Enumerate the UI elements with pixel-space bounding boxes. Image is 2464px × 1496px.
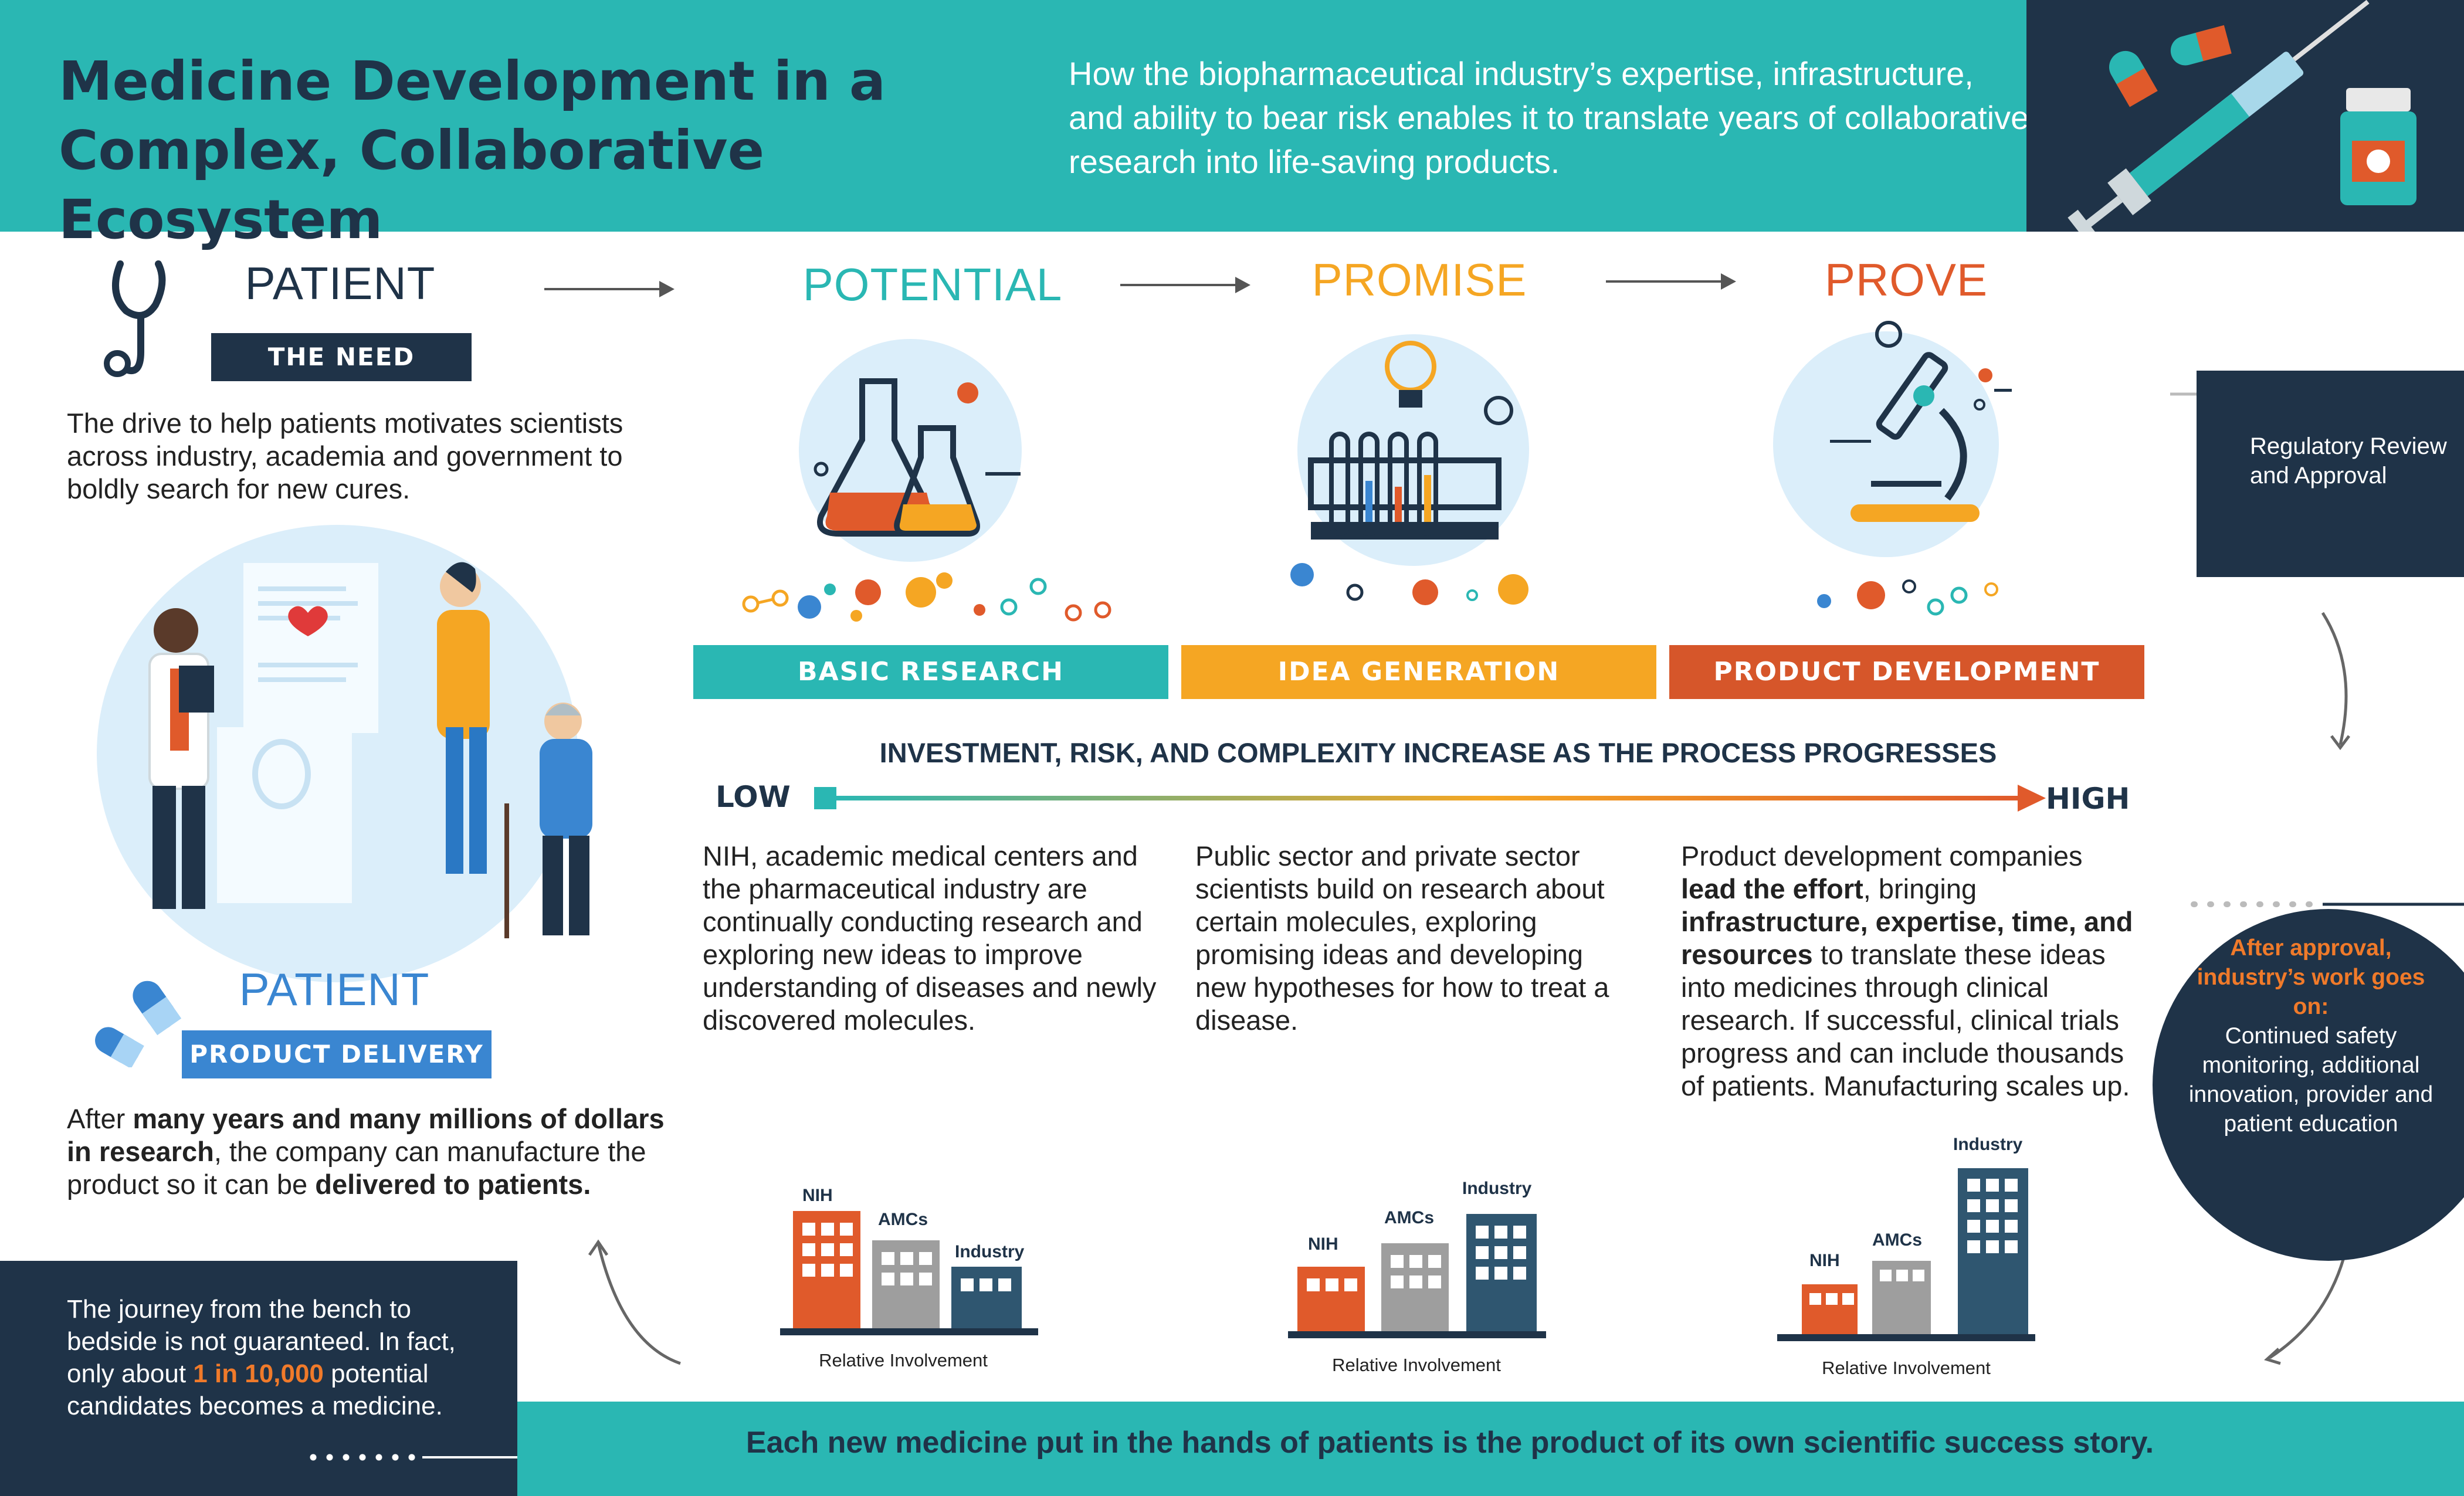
- prove-text-part: Product development companies: [1681, 840, 2083, 871]
- title-line-2: Complex, Collaborative Ecosystem: [59, 119, 764, 251]
- delivery-text-bold: many years and many millions of dollars …: [67, 1103, 665, 1167]
- dotted-line: [305, 1453, 422, 1461]
- progress-arrow-head: [2018, 785, 2046, 812]
- arrow-line: [544, 288, 662, 290]
- label-nih: NIH: [1308, 1234, 1338, 1254]
- stage-title-promise: PROMISE: [1311, 254, 1527, 306]
- building-industry: [1466, 1214, 1537, 1331]
- the-need-badge: THE NEED: [211, 333, 472, 381]
- stage-text-prove: Product development companies lead the e…: [1681, 840, 2138, 1103]
- building-nih: [1802, 1284, 1858, 1334]
- patient-need-heading: PATIENT: [245, 257, 436, 309]
- divider: [422, 1456, 575, 1458]
- product-delivery-badge: PRODUCT DELIVERY: [182, 1030, 492, 1078]
- delivery-text-part: , the company can manufacture the produc…: [67, 1136, 646, 1200]
- building-nih: [793, 1211, 860, 1328]
- patient-need-text: The drive to help patients motivates sci…: [67, 408, 623, 504]
- regulatory-text: Regulatory Review and Approval: [2250, 433, 2447, 489]
- label-industry: Industry: [1462, 1179, 1532, 1198]
- post-approval-circle: [2153, 909, 2464, 1261]
- footer-band: [517, 1402, 2464, 1496]
- arrow-line: [1606, 280, 1723, 283]
- building-industry: [1958, 1168, 2028, 1334]
- doctor-patient-illustration: [148, 562, 592, 938]
- label-nih: NIH: [1809, 1251, 1840, 1270]
- label-industry: Industry: [1953, 1135, 2023, 1154]
- arrow-head: [659, 281, 675, 297]
- low-label: LOW: [716, 780, 791, 814]
- page-subtitle: How the biopharmaceutical industry’s exp…: [1069, 55, 2029, 180]
- delivery-text-part: After: [67, 1103, 133, 1134]
- product-development-bar: PRODUCT DEVELOPMENT: [1669, 645, 2144, 699]
- label-amcs: AMCs: [1384, 1208, 1435, 1227]
- label-amcs: AMCs: [1872, 1230, 1923, 1250]
- building-amcs: [872, 1240, 940, 1328]
- label-nih: NIH: [802, 1186, 833, 1205]
- building-industry: [951, 1267, 1022, 1328]
- progress-heading: INVESTMENT, RISK, AND COMPLEXITY INCREAS…: [879, 737, 1997, 768]
- arrow-line: [1120, 284, 1238, 286]
- building-ground: [780, 1328, 1038, 1335]
- title-line-1: Medicine Development in a: [59, 50, 886, 113]
- journey-text: The journey from the bench to bedside is…: [67, 1293, 477, 1422]
- stage-title-potential: POTENTIAL: [802, 259, 1063, 310]
- high-label: HIGH: [2046, 782, 2130, 816]
- journey-text-part: potential candidates becomes a medicine.: [67, 1359, 443, 1420]
- building-ground: [1288, 1331, 1546, 1338]
- post-approval-text: After approval, industry’s work goes on:…: [2182, 934, 2440, 1139]
- syringe-pills-illustration: [2026, 0, 2464, 246]
- footer-text: Each new medicine put in the hands of pa…: [745, 1426, 2154, 1460]
- microscope-icon: [1817, 321, 2012, 616]
- building-amcs: [1381, 1243, 1449, 1331]
- building-amcs: [1872, 1261, 1931, 1334]
- relative-involvement-caption: Relative Involvement: [1332, 1355, 1501, 1375]
- patient-delivery-heading: PATIENT: [239, 964, 430, 1015]
- basic-research-bar: BASIC RESEARCH: [693, 645, 1168, 699]
- label-amcs: AMCs: [878, 1210, 928, 1229]
- label-industry: Industry: [955, 1242, 1025, 1261]
- progress-start-marker: [814, 787, 836, 809]
- journey-highlight: 1 in 10,000: [193, 1359, 324, 1388]
- pills-icon: [95, 981, 182, 1067]
- prove-text-part: to translate these ideas into medicines …: [1681, 939, 2130, 1101]
- building-ground: [1777, 1334, 2035, 1341]
- post-approval-body: Continued safety monitoring, additional …: [2188, 1023, 2434, 1137]
- relative-involvement-caption: Relative Involvement: [1822, 1358, 1991, 1378]
- page-title: Medicine Development in a Complex, Colla…: [59, 47, 1056, 255]
- post-approval-heading: After approval, industry’s work goes on:: [2197, 935, 2425, 1019]
- arrow-head: [1235, 277, 1250, 293]
- relative-involvement-caption: Relative Involvement: [819, 1350, 988, 1371]
- stage-text-potential: NIH, academic medical centers and the ph…: [703, 840, 1157, 1036]
- idea-generation-bar: IDEA GENERATION: [1181, 645, 1656, 699]
- arrow-head: [1721, 273, 1736, 290]
- lightbulb-test-tubes-icon: [1290, 341, 1528, 605]
- stage-title-prove: PROVE: [1824, 254, 1988, 306]
- patient-delivery-text: After many years and many millions of do…: [67, 1103, 677, 1201]
- stage-text-promise: Public sector and private sector scienti…: [1195, 840, 1609, 1036]
- delivery-text-bold: delivered to patients.: [315, 1169, 591, 1200]
- progress-gradient-bar: [833, 796, 2021, 800]
- journey-text-part: The journey from the bench to bedside is…: [67, 1295, 456, 1388]
- prove-text-bold: lead the effort: [1681, 873, 1863, 904]
- regulatory-box: [2197, 371, 2464, 577]
- prove-text-part: , bringing: [1863, 873, 1977, 904]
- syringe-icon: [2068, 0, 2416, 246]
- building-nih: [1297, 1267, 1365, 1331]
- stethoscope-icon: [104, 260, 166, 377]
- prove-text-bold: infrastructure, expertise, time, and res…: [1681, 906, 2133, 970]
- flask-icon: [742, 378, 1111, 622]
